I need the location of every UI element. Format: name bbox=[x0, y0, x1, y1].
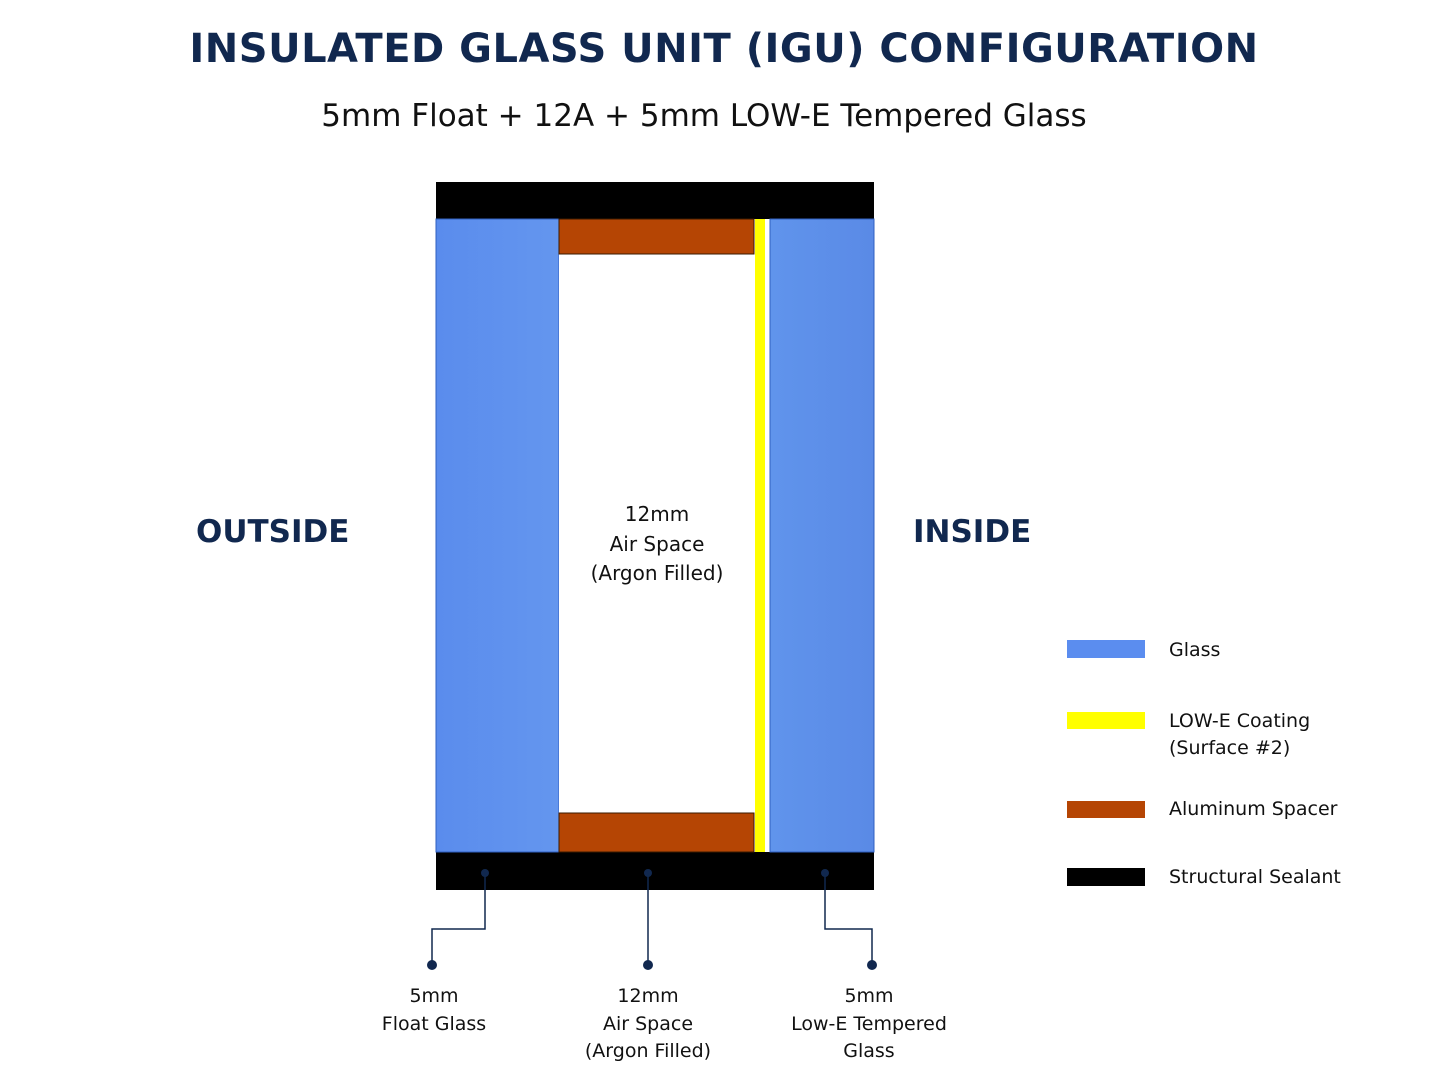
legend-swatch-sealant bbox=[1067, 868, 1145, 886]
callout-float-line1: 5mm bbox=[409, 985, 458, 1007]
outer-glass-pane bbox=[435, 218, 560, 853]
callout-air-line2: Air Space bbox=[603, 1013, 693, 1035]
legend-label-spacer: Aluminum Spacer bbox=[1169, 798, 1338, 820]
low-e-edge bbox=[765, 219, 770, 852]
callout-air-line1: 12mm bbox=[617, 985, 678, 1007]
inner-glass-pane bbox=[769, 218, 875, 853]
inside-label: INSIDE bbox=[913, 514, 1032, 550]
legend-label-sealant: Structural Sealant bbox=[1169, 866, 1341, 888]
page-subtitle: 5mm Float + 12A + 5mm LOW-E Tempered Gla… bbox=[321, 98, 1087, 134]
callout-air-line3: (Argon Filled) bbox=[585, 1040, 711, 1062]
callout-lowe-line3: Glass bbox=[843, 1040, 894, 1062]
legend-label-glass: Glass bbox=[1169, 639, 1221, 661]
callout-low-e-glass bbox=[821, 869, 877, 970]
air-space-label-line3: (Argon Filled) bbox=[591, 561, 724, 585]
callout-float-glass bbox=[427, 869, 489, 970]
air-space bbox=[559, 219, 755, 852]
callout-lowe-line1: 5mm bbox=[844, 985, 893, 1007]
top-sealant bbox=[436, 182, 874, 219]
bottom-sealant bbox=[436, 852, 874, 890]
legend-swatch-glass bbox=[1067, 640, 1145, 658]
callout-lowe-line2: Low-E Tempered bbox=[791, 1013, 947, 1035]
legend-label-low-e-surface: (Surface #2) bbox=[1169, 737, 1291, 759]
outside-label: OUTSIDE bbox=[196, 514, 350, 550]
air-space-label-line1: 12mm bbox=[625, 502, 689, 526]
legend-swatch-low-e bbox=[1067, 712, 1145, 729]
bottom-spacer bbox=[558, 812, 755, 853]
air-space-label-line2: Air Space bbox=[610, 532, 705, 556]
low-e-coating bbox=[755, 219, 765, 852]
legend-swatch-spacer bbox=[1067, 801, 1145, 818]
callout-float-line2: Float Glass bbox=[382, 1013, 486, 1035]
top-spacer bbox=[558, 218, 755, 255]
page-title: INSULATED GLASS UNIT (IGU) CONFIGURATION bbox=[189, 26, 1259, 72]
legend-label-low-e: LOW-E Coating bbox=[1169, 710, 1311, 732]
callout-air-space bbox=[643, 869, 653, 970]
